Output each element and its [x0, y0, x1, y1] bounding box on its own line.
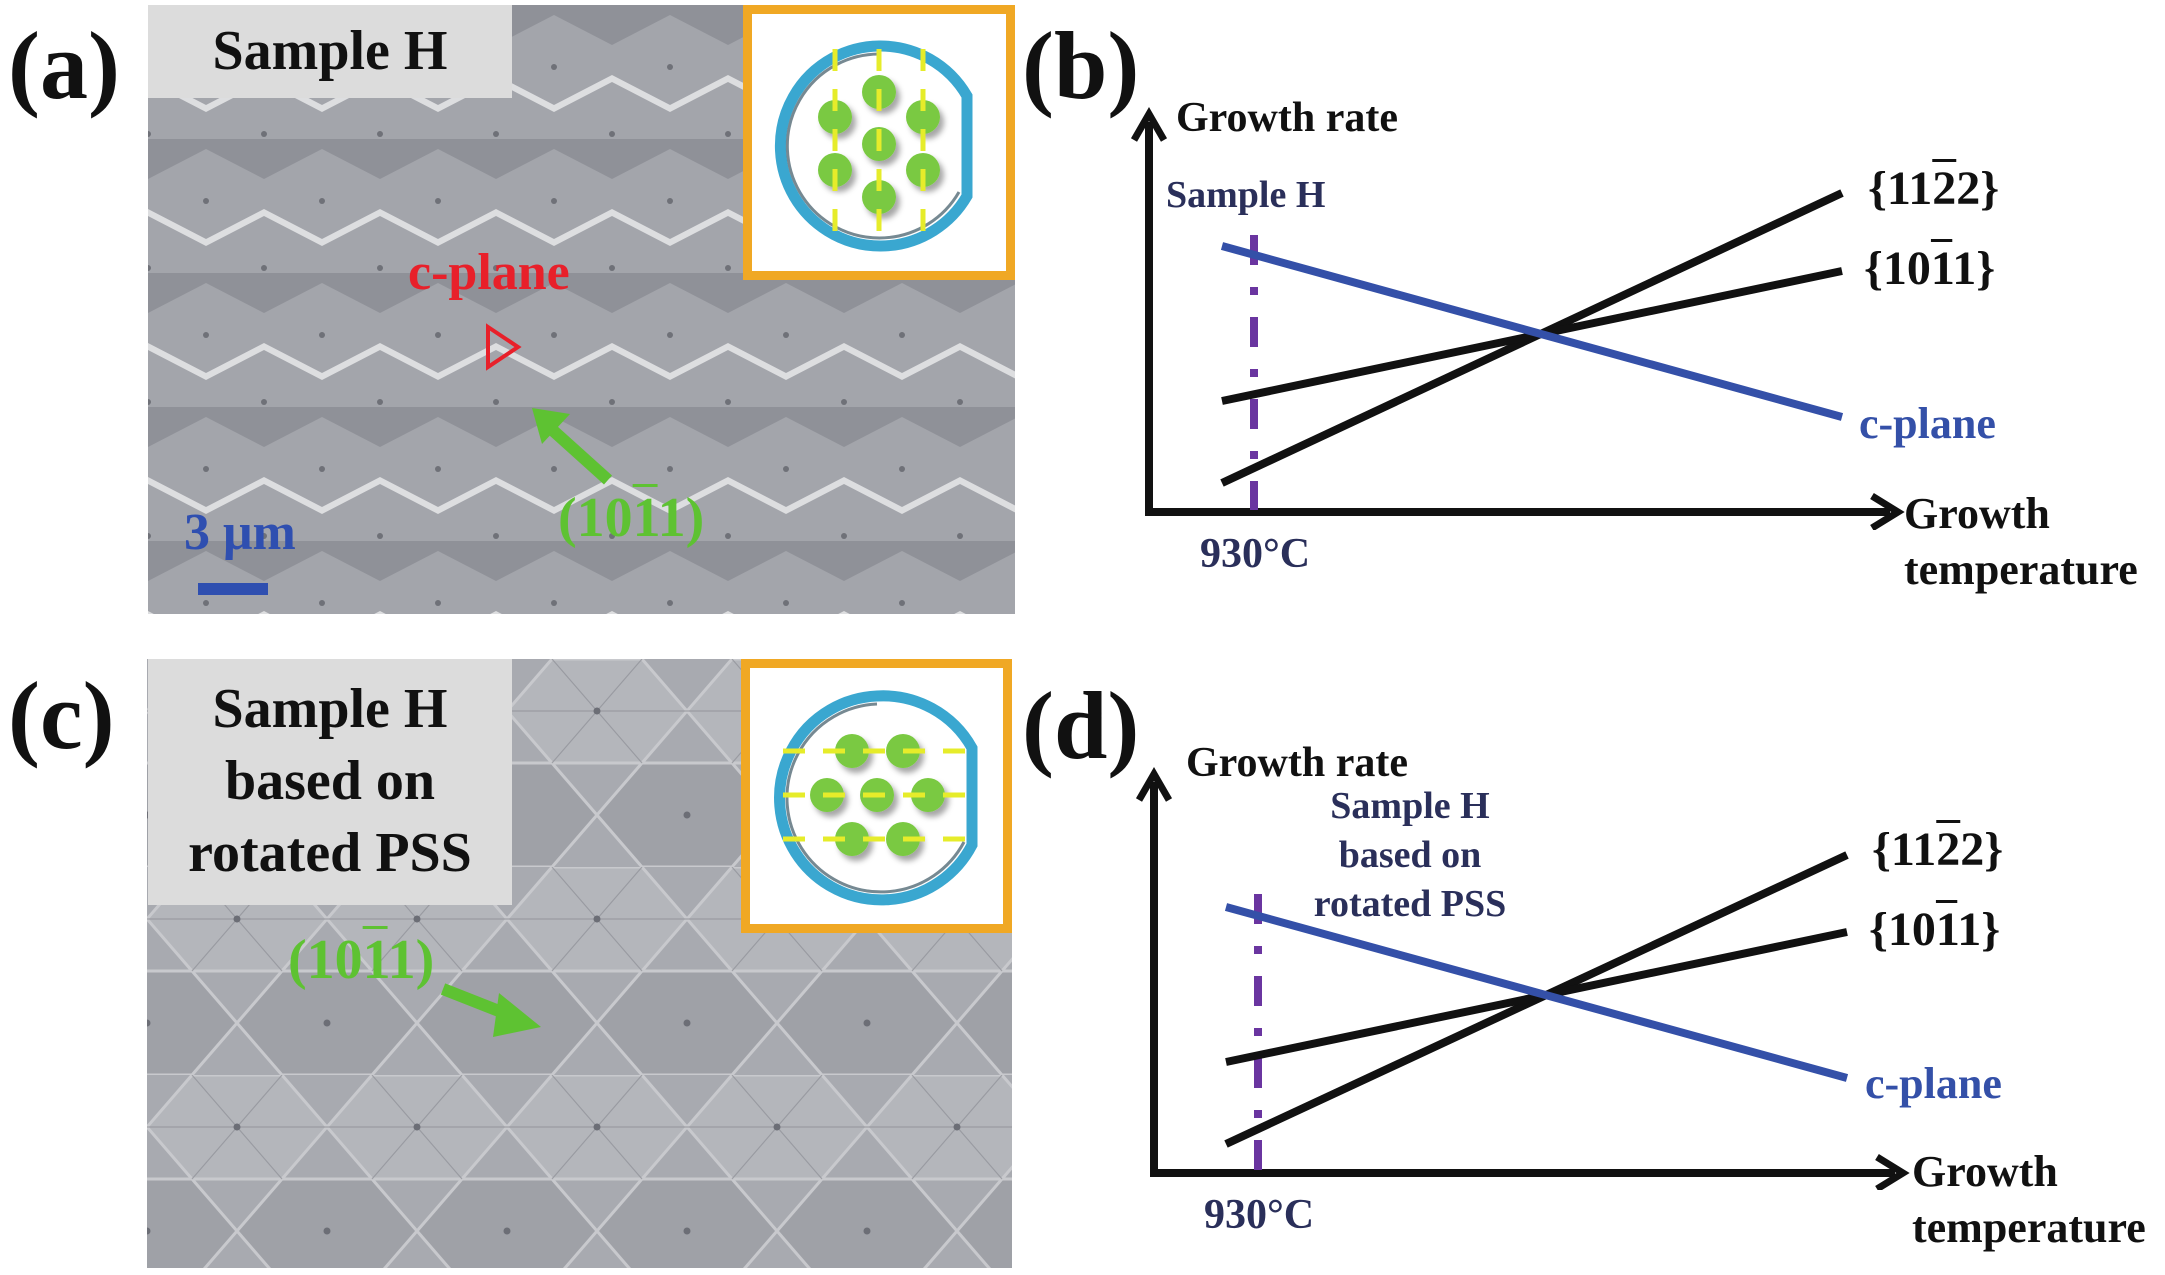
y-axis-label-d: Growth rate: [1186, 740, 1408, 786]
sample-label-c-line1: Sample H: [212, 678, 448, 741]
y-axis-label-b: Growth rate: [1176, 95, 1398, 141]
sample-label-d-line3: rotated PSS: [1313, 883, 1507, 925]
series-1011-line-b: [1221, 267, 1843, 405]
temperature-label-b: 930°C: [1200, 531, 1311, 577]
series-label-1011-d: {1011}: [1869, 903, 2001, 956]
wafer-diagram-icon: [774, 40, 973, 252]
growth-rate-chart-d: [1135, 766, 1910, 1190]
series-cplane-line-d: [1224, 903, 1849, 1082]
sem-image-a: Sample H c-plane: [148, 5, 1015, 614]
sample-label-b: Sample H: [1166, 174, 1326, 216]
sample-label-box-c: Sample H based on rotated PSS: [148, 659, 512, 905]
panel-c-letter: (c): [8, 662, 115, 769]
series-cplane-line-b: [1220, 242, 1844, 421]
sample-label-a-line1: Sample H: [212, 19, 448, 82]
c-plane-triangle-marker-icon: [486, 323, 522, 371]
panel-d-letter: (d): [1022, 672, 1140, 779]
x-axis-label-d-line2: temperature: [1912, 1203, 2146, 1252]
sample-label-box-a: Sample H: [148, 5, 512, 98]
temperature-label-d: 930°C: [1204, 1192, 1315, 1238]
x-axis-label-b-line1: Growth: [1904, 489, 2050, 538]
inset-wafer-a: [743, 5, 1015, 280]
scale-bar-label: 3 μm: [184, 504, 296, 561]
sample-label-d-line2: based on: [1338, 834, 1482, 876]
scale-bar: [198, 583, 268, 595]
growth-rate-chart-b: [1130, 106, 1905, 530]
panel-b-letter: (b): [1022, 12, 1140, 119]
series-label-cplane-b: c-plane: [1859, 399, 1996, 448]
series-1011-line-d: [1225, 928, 1848, 1066]
panel-a-letter: (a): [8, 12, 120, 119]
facet-arrow-a-icon: [532, 408, 613, 485]
series-label-1011-b: {1011}: [1864, 242, 1996, 295]
sample-label-c-line2: based on: [224, 750, 436, 813]
x-axis-label-d-line1: Growth: [1912, 1147, 2058, 1196]
series-label-1122-d: {1122}: [1872, 823, 2004, 876]
sample-label-c-line3: rotated PSS: [188, 821, 472, 884]
series-label-1122-b: {1122}: [1868, 162, 2000, 215]
series-label-cplane-d: c-plane: [1865, 1059, 2002, 1108]
sample-label-d: Sample H based on rotated PSS: [1300, 782, 1520, 929]
sample-label-d-line1: Sample H: [1330, 785, 1490, 827]
facet-arrow-c-icon: [440, 983, 541, 1037]
wafer-diagram-rotated-icon: [774, 690, 978, 906]
c-plane-label-a: c-plane: [408, 244, 570, 301]
x-axis-label-b-line2: temperature: [1904, 545, 2138, 594]
inset-wafer-c: [741, 659, 1012, 933]
facet-label-a: (1011): [558, 487, 705, 549]
sem-image-c: Sample H based on rotated PSS (1011): [147, 659, 1012, 1268]
facet-label-c: (1011): [288, 929, 435, 991]
